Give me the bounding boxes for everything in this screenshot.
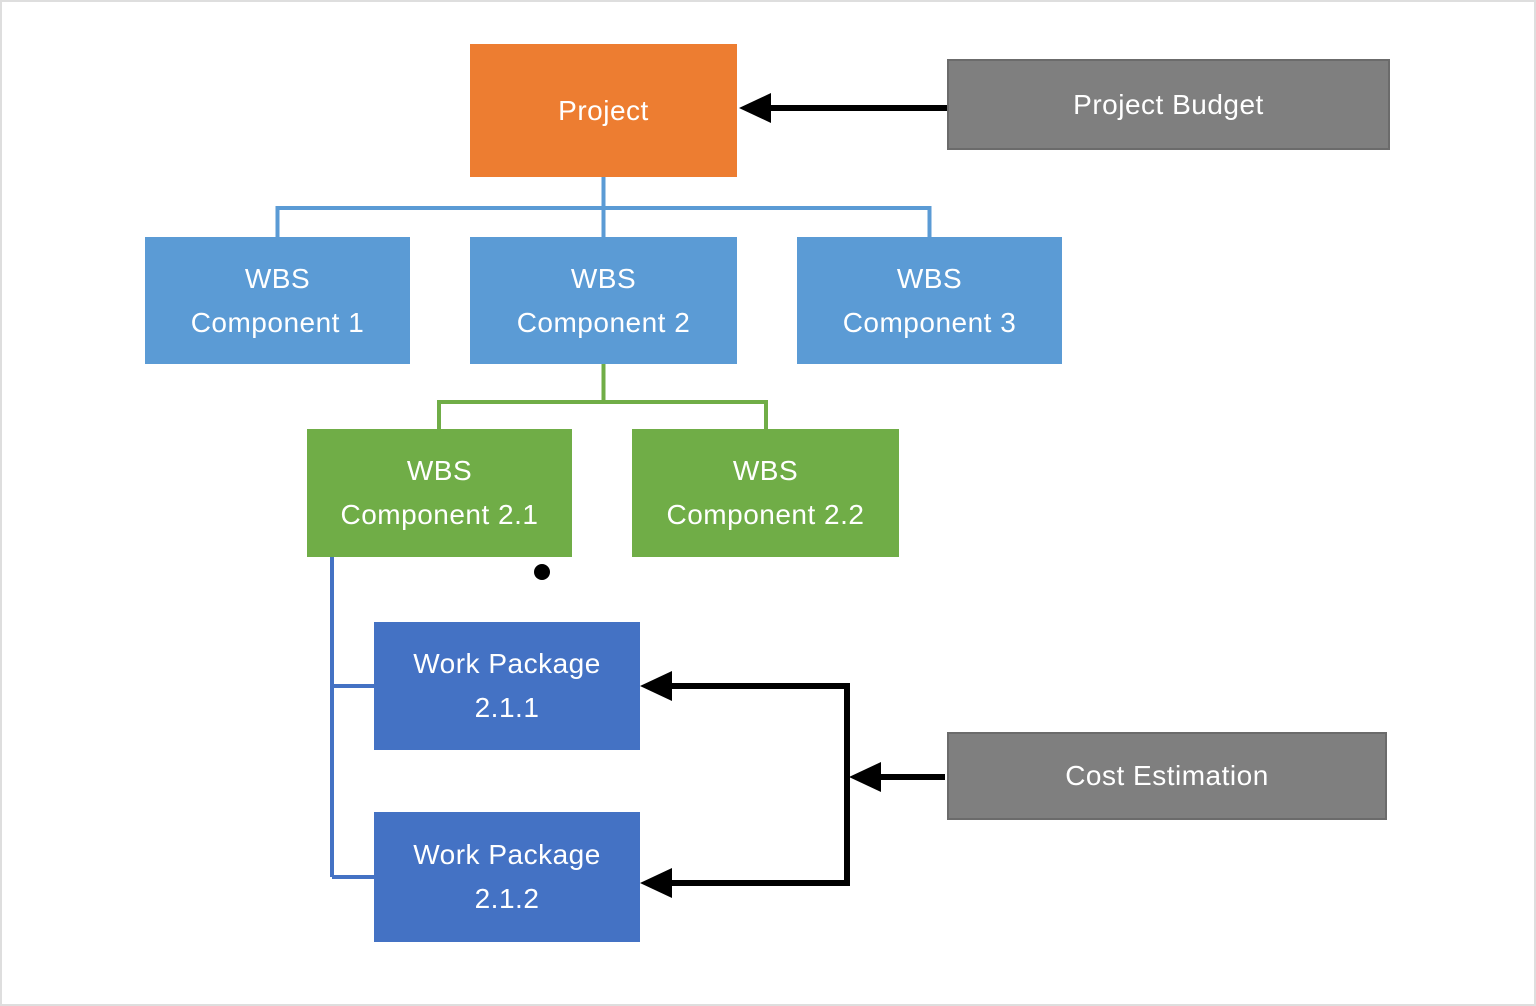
wbs-component-2-1-node: WBS Component 2.1 <box>307 429 572 557</box>
wbs-component-3-node: WBS Component 3 <box>797 237 1062 364</box>
wbs-component-2-1-label: WBS Component 2.1 <box>340 455 539 530</box>
project-budget-node-label: Project Budget <box>1073 88 1264 120</box>
arrow-cost-to-wp211-head <box>640 671 672 701</box>
project-budget-node: Project Budget <box>947 59 1390 150</box>
wbs-component-1-label: WBS Component 1 <box>190 262 365 338</box>
wbs-component-2-node: WBS Component 2 <box>470 237 737 364</box>
work-package-2-1-1-node: Work Package 2.1.1 <box>374 622 640 750</box>
wbs-component-2-2-label: WBS Component 2.2 <box>666 455 865 530</box>
connector-project-to-wbs1-wbs3 <box>275 206 932 237</box>
wbs-component-2-label: WBS Component 2 <box>516 262 691 338</box>
wbs-component-3-label: WBS Component 3 <box>842 262 1017 338</box>
connector-wbs2-to-children <box>437 400 768 429</box>
work-package-2-1-2-label: Work Package 2.1.2 <box>413 839 601 914</box>
wbs-component-2-2-node: WBS Component 2.2 <box>632 429 899 557</box>
arrow-cost-to-trunk-head <box>849 762 881 792</box>
work-package-2-1-1-label: Work Package 2.1.1 <box>413 648 601 723</box>
dot-marker <box>534 564 550 580</box>
cost-estimation-node: Cost Estimation <box>947 732 1387 820</box>
wbs-component-1-node: WBS Component 1 <box>145 237 410 364</box>
arrow-cost-to-wp212-head <box>640 868 672 898</box>
work-package-2-1-2-node: Work Package 2.1.2 <box>374 812 640 942</box>
project-node-label: Project <box>558 94 649 126</box>
cost-estimation-node-label: Cost Estimation <box>1065 760 1269 791</box>
arrow-budget-to-project-head <box>739 93 771 123</box>
project-node: Project <box>470 44 737 177</box>
